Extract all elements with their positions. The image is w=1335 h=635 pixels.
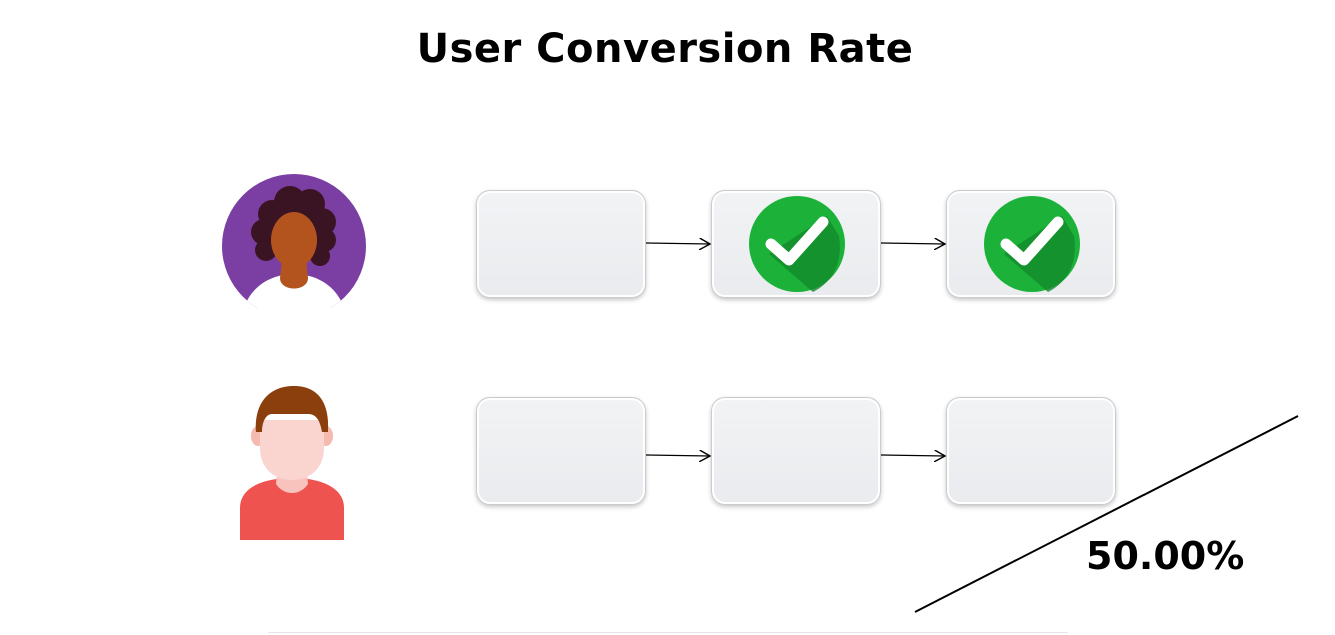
user1-step3-box xyxy=(946,190,1116,298)
bottom-divider xyxy=(268,632,1068,633)
arrow-u1-s2-s3 xyxy=(880,243,945,244)
man-avatar-icon xyxy=(238,384,346,542)
page-title: User Conversion Rate xyxy=(416,26,914,72)
conversion-rate-value: 50.00% xyxy=(1086,534,1245,578)
user2-step3-box xyxy=(946,397,1116,505)
woman-avatar-icon xyxy=(222,174,366,308)
arrow-u2-s1-s2 xyxy=(645,455,710,456)
user1-step2-box xyxy=(711,190,881,298)
arrow-u2-s2-s3 xyxy=(880,455,945,456)
green-checkmark-icon xyxy=(984,196,1080,292)
user1-step1-box xyxy=(476,190,646,298)
green-checkmark-icon xyxy=(749,196,845,292)
arrow-u1-s1-s2 xyxy=(645,243,710,244)
user2-step1-box xyxy=(476,397,646,505)
user2-step2-box xyxy=(711,397,881,505)
